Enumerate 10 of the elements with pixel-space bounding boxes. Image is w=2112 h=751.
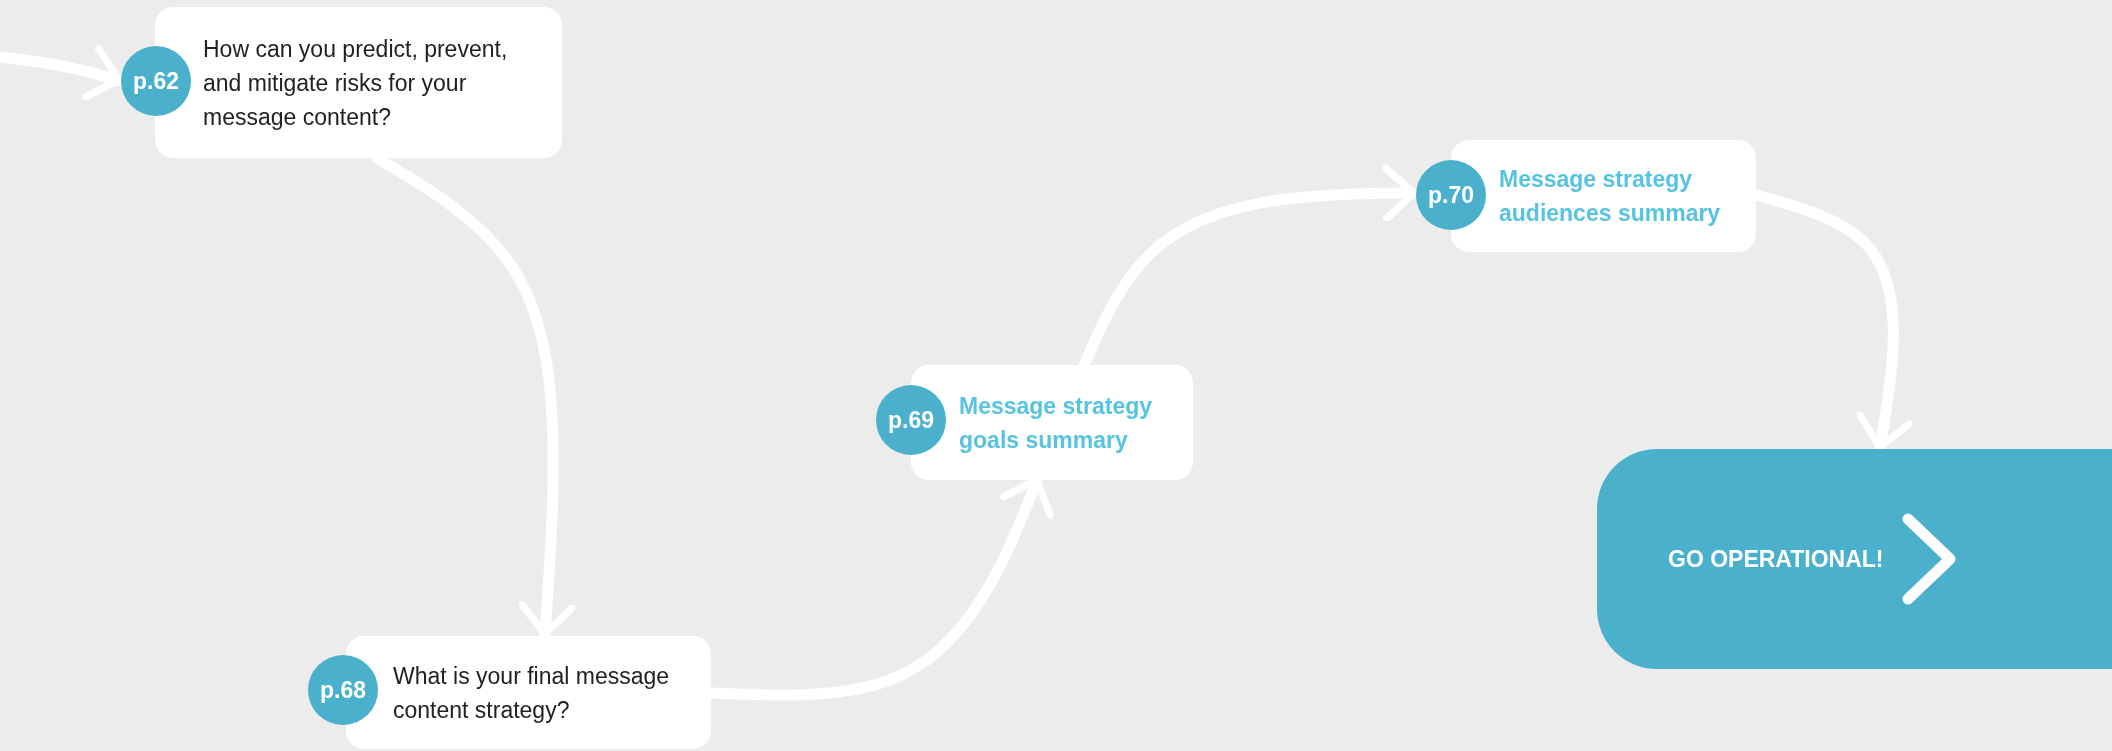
page-badge: p.68 [308, 655, 378, 725]
go-operational-panel [1597, 449, 2112, 669]
question-text: What is your final message content strategy? [393, 661, 671, 725]
summary-title: Message strategy goals summary [959, 391, 1154, 455]
page-badge: p.62 [121, 46, 191, 116]
page-badge: p.70 [1416, 160, 1486, 230]
button-label: GO OPERATIONAL! [1668, 545, 1885, 574]
summary-title: Message strategy audiences summary [1499, 165, 1722, 228]
question-text: How can you predict, prevent, and mitigate risks for your message content? [203, 34, 508, 132]
page-badge: p.69 [876, 385, 946, 455]
